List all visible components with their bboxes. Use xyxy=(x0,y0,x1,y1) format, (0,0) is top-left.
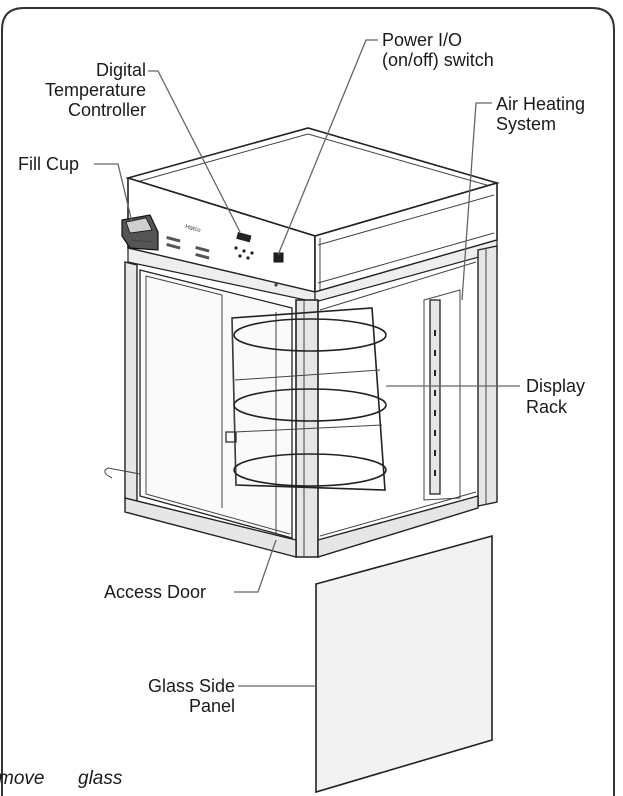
digital-temperature-controller: Hatco xyxy=(166,224,254,260)
fill-cup xyxy=(121,214,159,251)
air-heating-duct xyxy=(423,289,461,501)
digital-temp-label-line1: Digital xyxy=(96,60,146,80)
leader-lines xyxy=(94,39,520,687)
caption-word-right: glass xyxy=(78,768,123,789)
cabinet-illustration: Hatco xyxy=(104,127,500,558)
fill-cup-label: Fill Cup xyxy=(18,154,79,174)
diagram-border xyxy=(1,7,615,796)
glass-panel-label-line2: Panel xyxy=(189,696,235,716)
display-rack-label-line1: Display xyxy=(526,376,585,396)
power-switch-label-line2: (on/off) switch xyxy=(382,50,494,70)
svg-text:Hatco: Hatco xyxy=(184,224,201,234)
access-door xyxy=(139,269,293,539)
display-rack-label-line2: Rack xyxy=(526,397,568,417)
access-door-label: Access Door xyxy=(104,582,206,602)
back-right-post xyxy=(477,245,498,507)
caption-word-left: move xyxy=(0,768,44,789)
side-base-rail xyxy=(317,495,479,558)
glass-panel-label-line1: Glass Side xyxy=(148,676,235,696)
display-rack xyxy=(231,299,441,495)
front-left-post xyxy=(124,261,138,503)
digital-temp-label-line3: Controller xyxy=(68,100,146,120)
digital-temp-label-line2: Temperature xyxy=(45,80,146,100)
front-base-rail xyxy=(124,497,297,558)
air-heating-label-line2: System xyxy=(496,114,556,134)
glass-side-panel xyxy=(315,534,493,794)
power-switch-label-line1: Power I/O xyxy=(382,30,462,50)
air-heating-label-line1: Air Heating xyxy=(496,94,585,114)
